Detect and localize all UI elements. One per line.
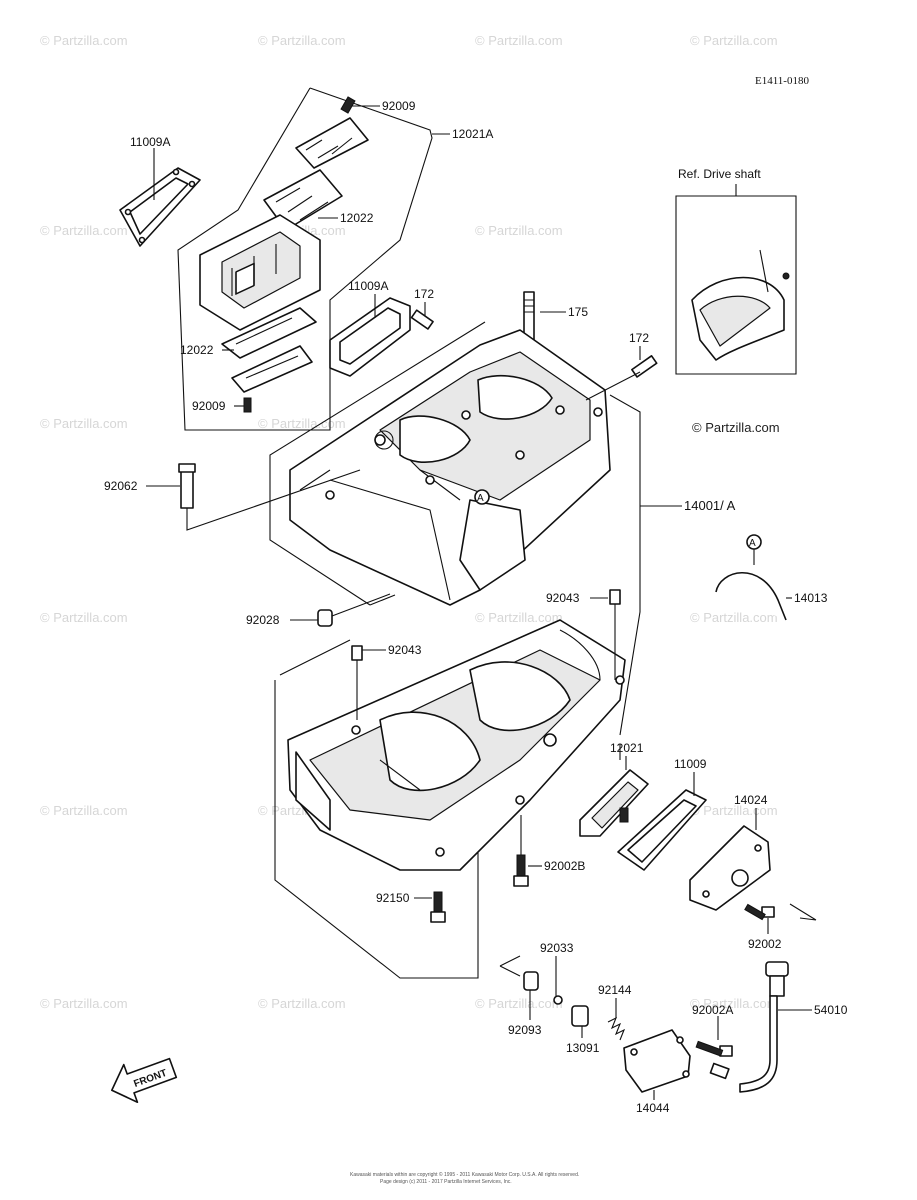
part-label-14001A: 14001/ A — [684, 498, 736, 513]
upper-crankcase — [269, 321, 611, 606]
bracket-14001 — [609, 394, 641, 736]
bolt-92043-right — [609, 589, 621, 680]
part-label-54010: 54010 — [814, 1003, 848, 1017]
dowel-172-right — [631, 355, 658, 378]
part-label-11009A-middle: 11009A — [348, 279, 388, 293]
part-label-12021A: 12021A — [452, 127, 493, 141]
sleeve-92093 — [499, 955, 539, 991]
cover-14024 — [689, 825, 771, 911]
part-label-175: 175 — [568, 305, 588, 319]
watermark: © Partzilla.com — [475, 610, 563, 625]
gasket-11009A-left — [119, 167, 201, 247]
part-label-92043-right: 92043 — [546, 591, 580, 605]
part-label-172-left: 172 — [414, 287, 434, 301]
screw-92009-top — [340, 96, 356, 114]
bolt-92002B — [513, 815, 529, 887]
front-arrow: FRONT — [111, 1057, 178, 1104]
diagram-code: E1411-0180 — [755, 75, 809, 87]
part-label-12022-top: 12022 — [340, 211, 374, 225]
reed-stopper-bottom — [221, 307, 317, 359]
copyright-line-1: Kawasaki materials within are copyright … — [350, 1171, 579, 1178]
lower-crankcase — [274, 594, 626, 979]
bolt-92043-left — [351, 645, 363, 720]
bolt-92002 — [744, 903, 817, 921]
part-label-92043-left: 92043 — [388, 643, 422, 657]
part-label-92009-bottom: 92009 — [192, 399, 226, 413]
part-label-92033: 92033 — [540, 941, 574, 955]
part-label-92093: 92093 — [508, 1023, 542, 1037]
watermark: © Partzilla.com — [40, 33, 128, 48]
watermark: © Partzilla.com — [40, 416, 128, 431]
part-label-11009: 11009 — [674, 757, 707, 771]
part-labels: 92009 12021A 11009A 12022 11009A 172 175… — [104, 99, 848, 1115]
watermark: © Partzilla.com — [475, 223, 563, 238]
copyright-line-2: Page design (c) 2011 - 2017 Partzilla In… — [380, 1179, 512, 1185]
washer-92033 — [553, 995, 563, 1005]
cable-54010 — [709, 961, 789, 1093]
watermark: © Partzilla.com — [40, 610, 128, 625]
marker-a-letter: A — [477, 493, 484, 504]
watermark: © Partzilla.com — [40, 803, 128, 818]
part-label-14024: 14024 — [734, 793, 768, 807]
part-label-92002B: 92002B — [544, 859, 585, 873]
part-label-92150: 92150 — [376, 891, 410, 905]
watermark: © Partzilla.com — [258, 996, 346, 1011]
part-label-14044: 14044 — [636, 1101, 670, 1115]
dowel-172-left — [410, 309, 434, 330]
part-label-92144: 92144 — [598, 983, 632, 997]
part-label-11009A-left: 11009A — [130, 135, 170, 149]
watermark: © Partzilla.com — [40, 223, 128, 238]
watermark: © Partzilla.com — [40, 996, 128, 1011]
drive-shaft-ref-box: Ref. Drive shaft — [675, 167, 797, 375]
watermark: © Partzilla.com — [258, 416, 346, 431]
reed-valve-group — [119, 87, 433, 431]
part-label-172-right: 172 — [629, 331, 649, 345]
watermark: © Partzilla.com — [475, 33, 563, 48]
part-label-12021: 12021 — [610, 741, 644, 755]
bolt-92002A — [695, 1040, 733, 1057]
part-label-13091: 13091 — [566, 1041, 600, 1055]
seal-14013: A — [715, 534, 787, 621]
watermark: © Partzilla.com — [690, 996, 778, 1011]
watermarks: © Partzilla.com © Partzilla.com © Partzi… — [40, 33, 780, 1011]
leader-lines — [146, 105, 812, 1100]
part-label-92062: 92062 — [104, 479, 138, 493]
part-label-92002: 92002 — [748, 937, 782, 951]
sleeve-92028 — [317, 609, 333, 627]
sleeve-13091 — [571, 1005, 589, 1027]
reed-petal-bottom — [231, 345, 313, 393]
watermark-dark: © Partzilla.com — [692, 420, 780, 435]
part-label-92002A: 92002A — [692, 1003, 733, 1017]
marker-a-crankcase: A — [474, 489, 490, 505]
cover-14044 — [623, 1029, 691, 1093]
bolt-92062 — [178, 463, 196, 509]
watermark: © Partzilla.com — [690, 33, 778, 48]
bolt-92150 — [430, 891, 446, 923]
spring-92144 — [607, 1016, 626, 1041]
watermark: © Partzilla.com — [258, 33, 346, 48]
reed-block — [199, 214, 321, 331]
part-label-12022-bottom: 12022 — [180, 343, 214, 357]
gasket-11009A-middle — [329, 297, 411, 377]
watermark: © Partzilla.com — [475, 996, 563, 1011]
screw-92009-bottom — [243, 397, 252, 413]
watermark: © Partzilla.com — [690, 610, 778, 625]
gasket-11009 — [617, 789, 707, 871]
reed-petal-top — [295, 117, 369, 169]
reed-12021-side — [579, 744, 649, 837]
part-label-92009-top: 92009 — [382, 99, 416, 113]
part-label-92028: 92028 — [246, 613, 280, 627]
part-label-14013: 14013 — [794, 591, 828, 605]
ref-drive-shaft-label: Ref. Drive shaft — [678, 167, 761, 181]
marker-a-letter: A — [749, 538, 756, 549]
